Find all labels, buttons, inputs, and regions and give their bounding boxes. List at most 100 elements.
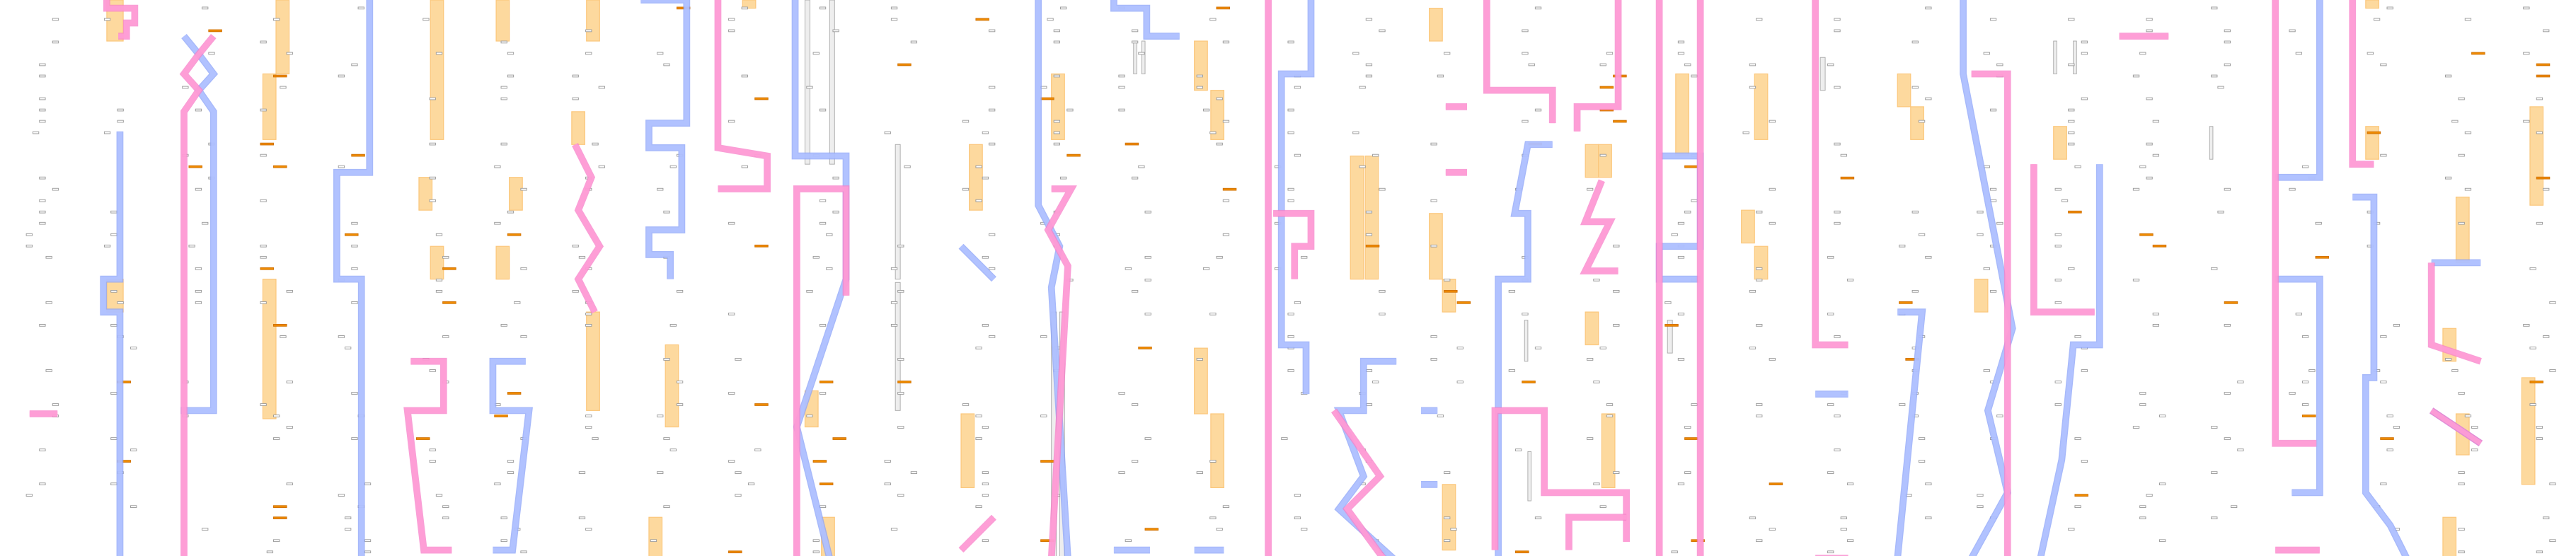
gray-dash-marker [1437,415,1444,417]
gray-dash-marker [663,437,670,440]
gray-dash-marker [1996,63,2003,66]
orange-box [418,177,433,211]
gray-dash-marker [364,482,372,485]
gray-dash-marker [1118,74,1125,78]
orange-dash-marker [208,29,222,33]
gray-dash-marker [2549,301,2556,304]
gray-dash-marker [1756,267,1763,270]
orange-dash-marker [2529,381,2543,383]
gray-dash-marker [260,403,267,406]
gray-dash-marker [2301,165,2309,168]
orange-dash-marker [2380,437,2394,440]
orange-box [665,344,679,428]
gray-dash-marker [260,301,267,304]
gray-dash-marker [1989,187,1997,191]
gray-dash-marker [1834,210,1841,214]
gray-dash-marker [507,471,514,474]
gray-dash-marker [32,131,40,134]
gray-dash-marker [1977,233,1984,236]
gray-dash-marker [819,199,827,202]
orange-dash-marker [1138,347,1152,349]
gray-dash-marker [1287,312,1294,315]
gray-dash-marker [2081,460,2088,463]
pink-route-path-edge [1573,0,1622,132]
gray-dash-marker [1379,187,1386,191]
gray-dash-marker [1281,437,1288,440]
orange-box [262,73,277,140]
gray-dash-marker [1144,437,1151,440]
gray-dash-marker [989,142,996,146]
gray-dash-marker [826,233,833,236]
gray-dash-marker [1138,165,1145,168]
gray-dash-marker [962,403,970,406]
gray-dash-marker [1125,539,1132,543]
gray-dash-marker [1671,550,1678,554]
orange-dash-marker [897,63,912,66]
orange-box [2442,516,2457,556]
gray-dash-marker [435,52,443,55]
gray-dash-marker [1379,289,1386,293]
gray-dash-marker [2224,40,2231,44]
gray-dash-marker [130,347,137,349]
gray-dash-marker [39,176,46,180]
gray-dash-marker [1756,278,1763,282]
gray-dash-marker [39,108,46,112]
gray-dash-marker [2139,516,2146,520]
gray-bar [805,0,810,165]
gray-dash-marker [1444,278,1451,282]
orange-dash-marker [897,381,912,383]
gray-dash-marker [2464,415,2472,417]
blue-route-path [490,359,532,553]
blue-route-path [793,0,849,556]
gray-dash-marker [975,199,982,202]
gray-dash-marker [442,255,449,259]
gray-dash-marker [676,289,684,293]
gray-dash-marker [1053,120,1060,123]
orange-box [2442,328,2457,362]
gray-dash-marker [1677,40,1685,44]
gray-dash-marker [2315,221,2322,225]
gray-dash-marker [1118,392,1125,395]
orange-box [742,0,757,9]
gray-dash-marker [2471,426,2478,429]
gray-dash-marker [2451,369,2459,372]
gray-dash-marker [663,358,670,361]
gray-dash-marker [741,165,748,168]
orange-dash-marker [273,516,287,520]
orange-box [1754,245,1769,280]
gray-dash-marker [578,255,586,259]
gray-dash-marker [819,392,827,395]
gray-dash-marker [1040,415,1047,417]
gray-dash-marker [2380,335,2387,338]
gray-dash-marker [2081,40,2088,44]
gray-dash-marker [1287,187,1294,191]
gray-dash-marker [130,505,137,509]
gray-dash-marker [1691,403,1698,406]
gray-dash-marker [2139,505,2146,509]
gray-dash-marker [890,18,898,21]
gray-dash-marker [1430,358,1437,361]
gray-dash-marker [110,482,117,485]
gray-dash-marker [1834,29,1841,33]
gray-dash-marker [1925,516,1932,520]
gray-dash-marker [39,482,46,485]
gray-dash-marker [351,267,358,270]
gray-dash-marker [2132,426,2140,429]
gray-dash-marker [422,18,430,21]
orange-dash-marker [442,301,456,304]
gray-dash-marker [1222,120,1230,123]
gray-dash-marker [1216,528,1223,531]
gray-dash-marker [1756,403,1763,406]
gray-dash-marker [2146,18,2153,21]
gray-dash-marker [2146,142,2153,146]
gray-dash-marker [812,255,820,259]
gray-dash-marker [2230,505,2238,509]
gray-dash-marker [2068,18,2075,21]
gray-dash-marker [188,244,195,248]
orange-dash-marker [2536,74,2551,78]
gray-dash-marker [1599,63,1606,66]
gray-dash-marker [819,324,827,327]
gray-dash-marker [1587,187,1594,191]
orange-dash-marker [345,233,359,236]
orange-dash-marker [975,18,989,21]
